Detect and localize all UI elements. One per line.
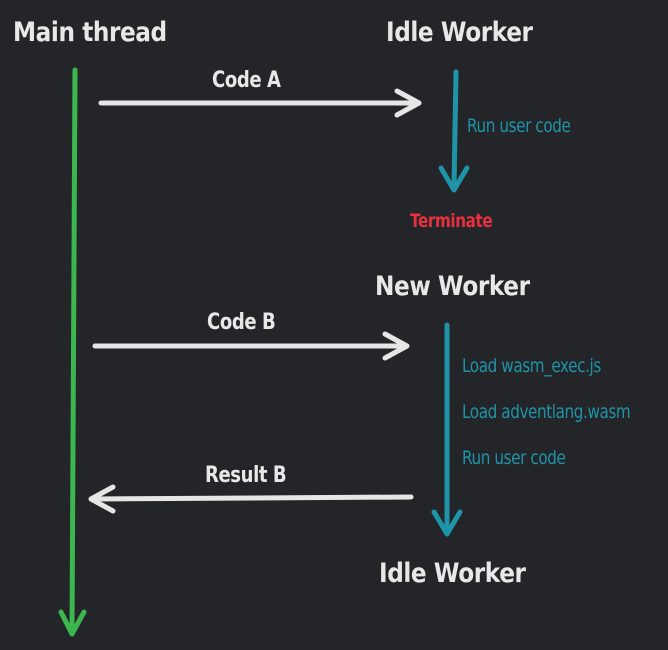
main-thread-line xyxy=(69,67,78,635)
idle-worker-heading-top: Idle Worker xyxy=(386,17,533,48)
new-worker-timeline xyxy=(431,322,463,537)
idle-worker-timeline xyxy=(438,69,470,193)
result-b-label: Result B xyxy=(205,463,287,488)
main-thread-arrowhead xyxy=(58,609,87,637)
terminate-label: Terminate xyxy=(410,210,493,232)
load-adventlang-step: Load adventlang.wasm xyxy=(462,401,631,423)
idle-worker-heading-bottom: Idle Worker xyxy=(379,558,526,589)
code-a-arrow xyxy=(98,88,422,118)
result-b-arrow xyxy=(88,484,414,514)
idle-worker-arrowhead xyxy=(438,165,470,193)
code-a-label: Code A xyxy=(212,68,281,93)
run-user-code-step-2: Run user code xyxy=(462,447,566,469)
main-thread-heading: Main thread xyxy=(13,17,167,48)
main-thread-timeline xyxy=(58,67,87,637)
code-b-label: Code B xyxy=(207,310,276,335)
load-wasm-exec-step: Load wasm_exec.js xyxy=(462,355,601,377)
run-user-code-step-1: Run user code xyxy=(467,115,571,137)
idle-worker-line xyxy=(451,69,459,191)
code-b-arrow xyxy=(92,331,410,361)
new-worker-arrowhead xyxy=(431,509,463,537)
new-worker-heading: New Worker xyxy=(375,271,530,302)
